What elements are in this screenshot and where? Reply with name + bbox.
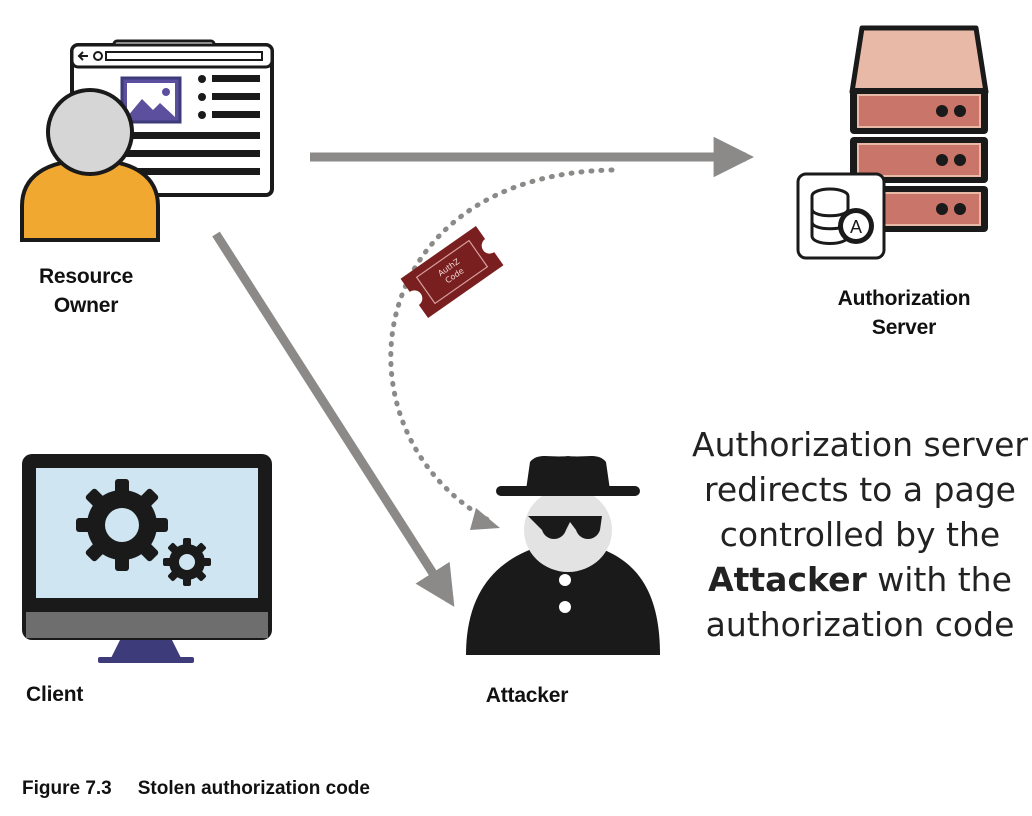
attacker-icon xyxy=(466,456,660,655)
resource-owner-label-line2: Owner xyxy=(53,294,119,317)
authz-code-ticket-icon xyxy=(400,225,504,319)
arrow-owner-to-attacker xyxy=(212,231,455,607)
user-icon xyxy=(20,88,160,242)
callout-attacker-bold: Attacker xyxy=(708,560,867,599)
database-badge-icon: A xyxy=(796,172,886,260)
gears-icon xyxy=(76,479,211,586)
callout-line3: controlled by the xyxy=(719,515,1001,554)
callout-line4: Attacker with the xyxy=(688,557,1032,602)
authorization-server-label: Authorization Server xyxy=(822,284,986,342)
figure-title: Stolen authorization code xyxy=(137,778,370,799)
authorization-server-label-line2: Server xyxy=(871,316,937,339)
authorization-server-label-line1: Authorization xyxy=(837,287,971,310)
dotted-arrow-head xyxy=(470,508,500,530)
callout-line1: Authorization server xyxy=(692,425,1028,464)
resource-owner-label: Resource Owner xyxy=(16,262,156,320)
client-label-text: Client xyxy=(26,683,84,706)
resource-owner-label-line1: Resource xyxy=(38,265,134,288)
client-label: Client xyxy=(26,680,83,709)
callout-line5: authorization code xyxy=(705,605,1015,644)
attacker-label-text: Attacker xyxy=(485,684,569,707)
svg-text:A: A xyxy=(850,217,862,237)
monitor-icon xyxy=(22,454,272,663)
attacker-label: Attacker xyxy=(472,681,582,710)
figure-number: Figure 7.3 xyxy=(22,778,112,799)
callout-text: Authorization server redirects to a page… xyxy=(688,422,1032,647)
dotted-arrow-server-to-attacker xyxy=(388,167,615,523)
callout-line2: redirects to a page xyxy=(704,470,1016,509)
figure-caption: Figure 7.3 Stolen authorization code xyxy=(22,778,370,800)
callout-line4-rest: with the xyxy=(866,560,1012,599)
